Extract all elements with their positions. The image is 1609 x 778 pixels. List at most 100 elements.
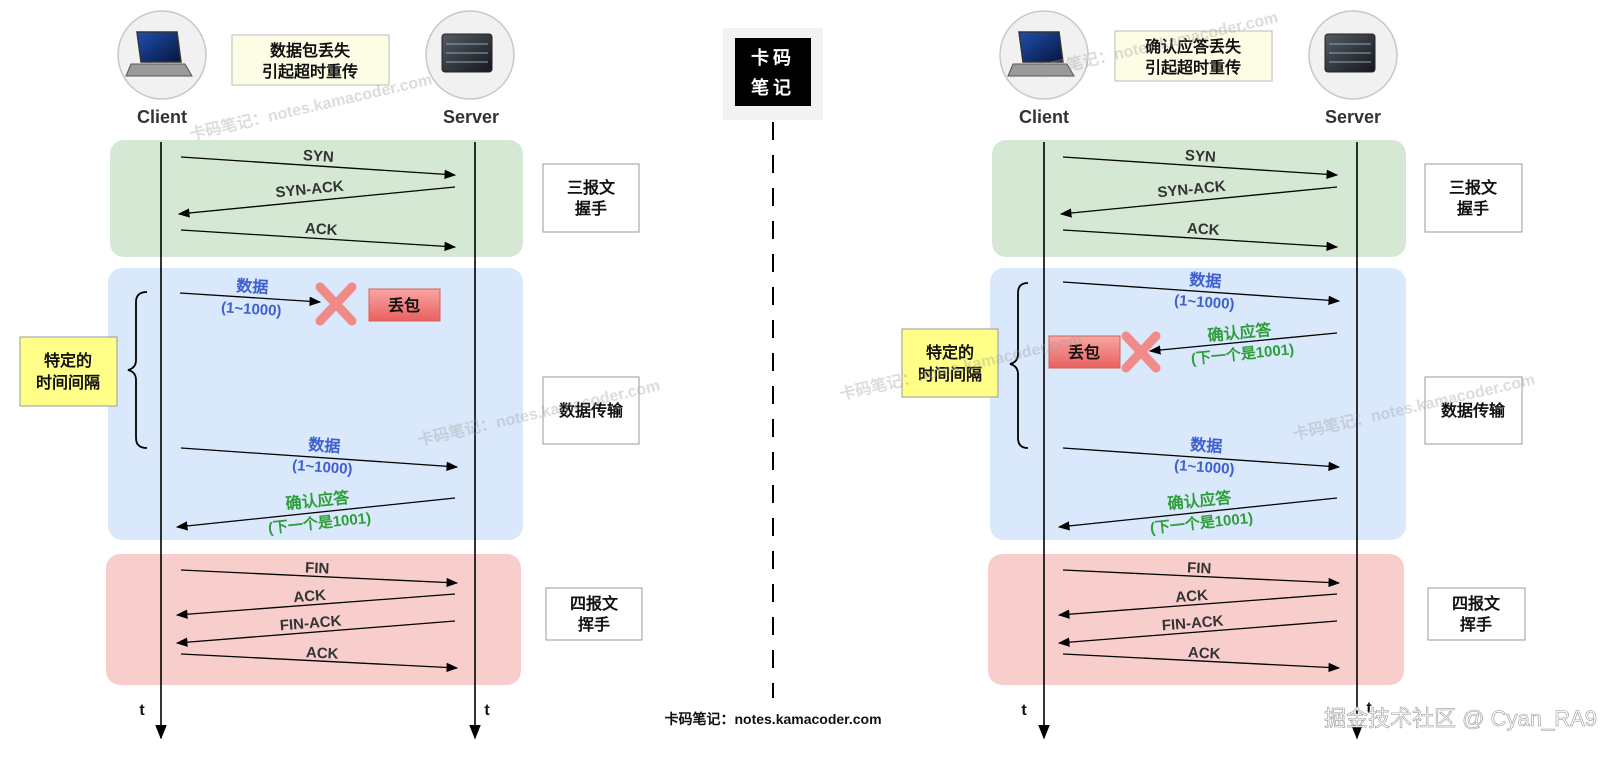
client-time-label: t [139, 702, 145, 719]
interval-brace [127, 291, 148, 449]
ack-arrow [180, 229, 457, 252]
syn-ack-label: SYN-ACK [275, 178, 345, 202]
logo-line-1: 卡码 [751, 47, 795, 68]
interval-box [19, 336, 118, 407]
center-divider: 卡码 笔记 卡码笔记：notes.kamacoder.com [664, 28, 882, 727]
title-box [231, 34, 390, 86]
fin-arrow [1062, 569, 1341, 588]
lost-ack-arrow [1148, 332, 1338, 355]
lost-data-label: 数据 [236, 276, 269, 297]
syn-arrow [1062, 156, 1339, 179]
client-label: Client [1019, 107, 1069, 127]
lost-data-arrow [179, 292, 322, 306]
handshake-phase-line-2: 握手 [575, 199, 607, 218]
interval-line-2: 时间间隔 [36, 373, 100, 392]
transfer-phase-box [542, 376, 640, 445]
transfer-phase-box [1424, 376, 1523, 445]
interval-brace [1009, 282, 1029, 449]
server-icon [1308, 10, 1398, 100]
syn-ack-arrow [177, 186, 456, 218]
fin-ack-label: FIN-ACK [1161, 613, 1224, 635]
data-ack-arrow [175, 497, 456, 531]
handshake-region [110, 140, 523, 257]
retransmit-data-arrow [1062, 447, 1341, 471]
wave-region [106, 554, 521, 685]
fin-label: FIN [305, 559, 330, 577]
wave-phase-box [1427, 587, 1526, 641]
final-ack-arrow [1062, 653, 1341, 673]
footer-text: 卡码笔记：notes.kamacoder.com [664, 711, 881, 727]
transfer-region [108, 268, 523, 540]
retransmit-data-arrow [180, 447, 459, 471]
fin-ack-label: FIN-ACK [279, 613, 342, 635]
lost-data-range: (1~1000) [221, 299, 282, 320]
wave-ack-label: ACK [1175, 587, 1209, 606]
wave-ack-arrow [175, 593, 456, 619]
title-line-2: 引起超时重传 [1145, 58, 1241, 77]
final-ack-label: ACK [306, 644, 339, 663]
title-line-2: 引起超时重传 [262, 62, 358, 81]
wave-phase-line-2: 挥手 [1460, 615, 1492, 634]
server-icon [425, 10, 515, 100]
title-line-1: 确认应答丢失 [1145, 37, 1242, 56]
wave-phase-line-1: 四报文 [1452, 594, 1501, 613]
final-ack-label: ACK [1188, 644, 1221, 663]
data-range: (1~1000) [1174, 292, 1235, 313]
fin-label: FIN [1187, 559, 1212, 577]
lost-badge [1048, 335, 1121, 369]
wave-region [988, 554, 1404, 685]
interval-line-1: 特定的 [44, 351, 92, 370]
data-label: 数据 [1189, 270, 1222, 291]
corner-credit: 掘金技术社区 @ Cyan_RA9 [1324, 706, 1597, 731]
handshake-phase-line-1: 三报文 [567, 178, 616, 197]
logo [735, 38, 811, 106]
retransmit-data-label: 数据 [1190, 435, 1223, 456]
interval-line-1: 特定的 [926, 343, 974, 362]
wave-phase-line-2: 挥手 [578, 615, 610, 634]
retransmit-data-label: 数据 [308, 435, 341, 456]
transfer-phase-label: 数据传输 [1441, 401, 1506, 420]
interval-line-2: 时间间隔 [918, 365, 982, 384]
client-time-label: t [1021, 702, 1027, 719]
fin-ack-arrow [175, 620, 456, 647]
server-time-label: t [484, 702, 490, 719]
fin-ack-arrow [1057, 620, 1338, 647]
interval-box [901, 328, 999, 398]
wave-phase-box [545, 587, 643, 641]
wave-ack-arrow [1057, 593, 1338, 619]
client-laptop-icon [999, 10, 1089, 100]
server-label: Server [443, 107, 499, 127]
ack-label: ACK [305, 220, 339, 239]
title-box [1114, 30, 1273, 82]
handshake-phase-line-2: 握手 [1457, 199, 1489, 218]
client-label: Client [137, 107, 187, 127]
lost-badge [368, 288, 441, 322]
retransmit-data-range: (1~1000) [292, 457, 353, 478]
fin-arrow [180, 569, 459, 588]
server-label: Server [1325, 107, 1381, 127]
data-ack-arrow [1057, 497, 1338, 531]
cross-icon [1121, 331, 1161, 373]
syn-arrow [180, 156, 457, 179]
ack-arrow [1062, 229, 1339, 252]
lost-badge-text: 丢包 [1068, 343, 1100, 362]
ack-label: ACK [1187, 220, 1221, 239]
syn-ack-arrow [1059, 186, 1338, 218]
transfer-phase-label: 数据传输 [559, 401, 624, 420]
final-ack-arrow [180, 653, 459, 673]
client-laptop-icon [117, 10, 207, 100]
handshake-region [992, 140, 1406, 257]
syn-ack-label: SYN-ACK [1157, 178, 1227, 202]
wave-ack-label: ACK [293, 587, 327, 606]
wave-phase-line-1: 四报文 [570, 594, 619, 613]
title-line-1: 数据包丢失 [270, 41, 351, 60]
right-panel: Client Server 确认应答丢失 引起超时重传 t t SYN SYN-… [901, 10, 1526, 740]
handshake-phase-box [1424, 163, 1523, 233]
logo-line-2: 笔记 [751, 77, 795, 98]
cross-icon [315, 282, 357, 326]
syn-label: SYN [1184, 147, 1216, 166]
handshake-phase-box [542, 163, 640, 233]
server-time-label: t [1366, 700, 1372, 717]
handshake-phase-line-1: 三报文 [1449, 178, 1498, 197]
